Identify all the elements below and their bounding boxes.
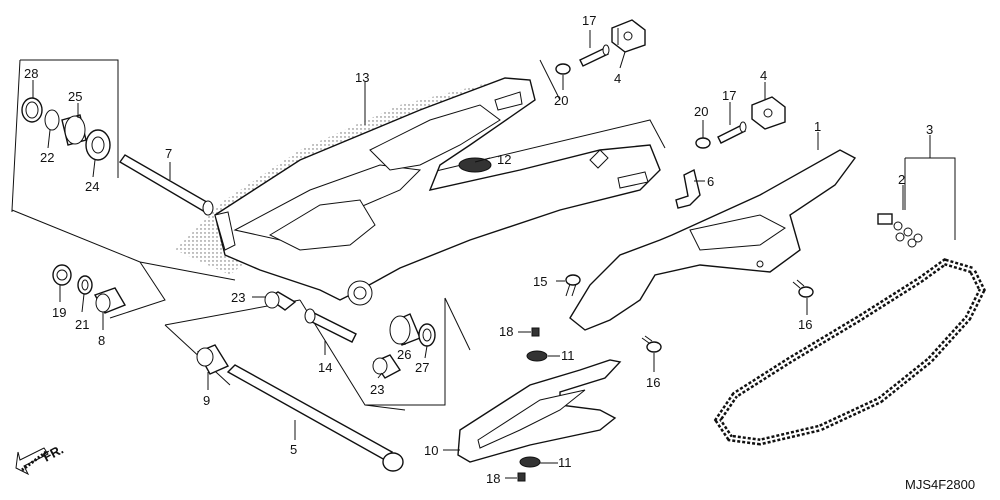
callout-3: 3	[926, 122, 933, 137]
chain-guide-part-10	[457, 359, 622, 463]
callout-4-upper: 4	[614, 71, 621, 86]
callout-17-lower: 17	[722, 88, 736, 103]
front-direction-arrow: FR.	[15, 442, 66, 476]
callout-23-upper: 23	[231, 290, 245, 305]
bolt-part-18-upper	[531, 327, 540, 337]
diagram-code: MJS4F2800	[905, 477, 975, 492]
callout-17-upper: 17	[582, 13, 596, 28]
callout-23-lower: 23	[370, 382, 384, 397]
callout-14: 14	[318, 360, 332, 375]
callout-21: 21	[75, 317, 89, 332]
bolt-part-17-lower	[717, 121, 747, 144]
callout-8: 8	[98, 333, 105, 348]
master-link-part-2	[877, 213, 923, 248]
callout-11-upper: 11	[561, 348, 575, 363]
callout-15: 15	[533, 274, 547, 289]
bolt-part-16-left	[641, 335, 662, 353]
collar-part-23-upper	[264, 291, 297, 311]
bolt-part-18-lower	[517, 472, 526, 482]
callout-6: 6	[707, 174, 714, 189]
bolt-part-16-right	[792, 279, 814, 298]
callout-1: 1	[814, 119, 821, 134]
clip-part-6	[675, 168, 701, 209]
leader-lines	[32, 28, 931, 479]
callout-16-left: 16	[646, 375, 660, 390]
callout-24: 24	[85, 179, 99, 194]
front-direction-label: FR.	[40, 442, 66, 465]
adjuster-block-part-4-lower	[751, 96, 786, 130]
callout-12: 12	[497, 152, 511, 167]
callout-13: 13	[355, 70, 369, 85]
callout-7: 7	[165, 146, 172, 161]
seal-part-27	[418, 323, 436, 347]
bearing-group-top	[21, 97, 111, 161]
pipe-part-7	[118, 154, 214, 216]
adjuster-block-part-4-upper	[611, 19, 646, 53]
chain-case-part-1	[569, 149, 857, 331]
bearing-group-lower	[52, 264, 127, 314]
grommet-part-12	[458, 157, 492, 173]
swingarm-part-13	[214, 77, 661, 306]
callout-25: 25	[68, 89, 82, 104]
washer-part-20-upper	[555, 63, 571, 75]
bearing-part-26	[389, 313, 421, 346]
callout-labels: 1 2 3 4 4 5 6 7 8 9 10 11 11 12 13 14 15…	[24, 13, 933, 486]
callout-27: 27	[415, 360, 429, 375]
bolt-part-15	[565, 274, 581, 297]
pivot-shaft-part-5	[226, 364, 404, 472]
callout-10: 10	[424, 443, 438, 458]
collar-part-23-lower	[372, 354, 402, 379]
callout-18-lower: 18	[486, 471, 500, 486]
bolt-part-17-upper	[579, 44, 610, 67]
callout-26: 26	[397, 347, 411, 362]
callout-11-lower: 11	[558, 455, 572, 470]
drive-chain-part-3	[713, 258, 986, 446]
callout-20-lower: 20	[694, 104, 708, 119]
callout-20-upper: 20	[554, 93, 568, 108]
callout-4-lower: 4	[760, 68, 767, 83]
callout-22: 22	[40, 150, 54, 165]
callout-5: 5	[290, 442, 297, 457]
collar-part-9	[196, 344, 230, 375]
callout-9: 9	[203, 393, 210, 408]
callout-19: 19	[52, 305, 66, 320]
clip-part-11-upper	[526, 350, 548, 362]
callout-2: 2	[898, 172, 905, 187]
callout-28: 28	[24, 66, 38, 81]
washer-part-20-lower	[695, 137, 711, 149]
clip-part-11-lower	[519, 456, 541, 468]
callout-16-right: 16	[798, 317, 812, 332]
pipe-part-14	[304, 308, 357, 343]
callout-18-upper: 18	[499, 324, 513, 339]
